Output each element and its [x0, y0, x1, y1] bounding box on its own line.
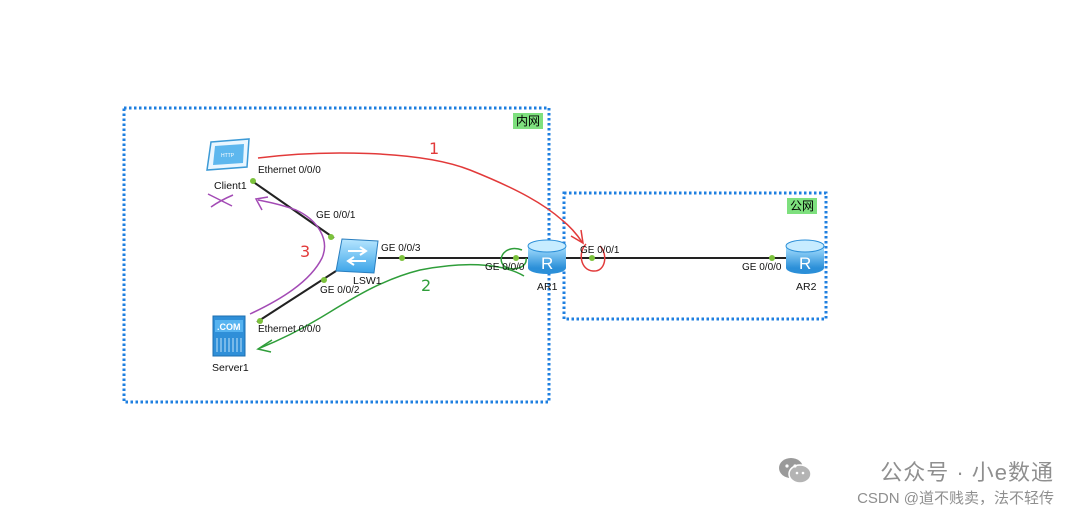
lsw1-label: LSW1 [353, 275, 382, 287]
client-icon[interactable]: HTTP [206, 138, 250, 171]
svg-text:R: R [799, 254, 811, 273]
server1-eth-port-label: Ethernet 0/0/0 [258, 324, 321, 335]
path2-green-arrow [259, 263, 525, 349]
ar1-ge000-green-circle [500, 247, 527, 270]
ar2-ge000-port-label: GE 0/0/0 [742, 262, 782, 273]
path1-red-arrow [257, 152, 583, 243]
port-dots [250, 178, 775, 324]
path3-number: 3 [300, 242, 311, 261]
ar1-label: AR1 [537, 281, 558, 293]
svg-text:HTTP: HTTP [221, 153, 235, 159]
lsw1-ge002-port-label: GE 0/0/2 [320, 285, 360, 296]
ar1-ge000-port-label: GE 0/0/0 [485, 262, 525, 273]
inner-zone-label: 内网 [513, 113, 544, 129]
wechat-icon [779, 458, 812, 484]
public-zone-border [562, 191, 828, 321]
client1-label: Client1 [214, 180, 247, 192]
lsw1-ge003-port-label: GE 0/0/3 [381, 243, 421, 254]
svg-text:R: R [541, 254, 553, 273]
inner-zone-border [122, 106, 551, 404]
ar1-ge001-red-circle [580, 243, 606, 272]
path2-number: 2 [421, 276, 432, 295]
client1-eth-port-label: Ethernet 0/0/0 [258, 165, 321, 176]
watermark-main: 公众号 · 小e数通 [880, 460, 1054, 485]
router-icon[interactable]: R [785, 239, 825, 274]
client1-cross-mark [207, 193, 234, 208]
path2-green-arrowhead [256, 339, 273, 353]
server-icon[interactable]: .COM [212, 315, 246, 357]
router-icon[interactable]: R [527, 239, 567, 274]
links [251, 180, 786, 323]
svg-text:.COM: .COM [217, 322, 241, 332]
switch-icon[interactable] [335, 238, 379, 274]
path3-purple-arrow [249, 199, 326, 315]
server1-label: Server1 [212, 362, 249, 374]
ar1-ge001-port-label: GE 0/0/1 [580, 245, 620, 256]
ar2-label: AR2 [796, 281, 817, 293]
public-zone-label: 公网 [787, 198, 818, 214]
path1-number: 1 [429, 139, 440, 158]
path3-purple-arrowhead [254, 196, 269, 211]
path1-red-arrowhead [570, 229, 584, 245]
lsw1-ge001-port-label: GE 0/0/1 [316, 210, 356, 221]
watermark-sub: CSDN @道不贱卖，法不轻传 [857, 490, 1054, 507]
